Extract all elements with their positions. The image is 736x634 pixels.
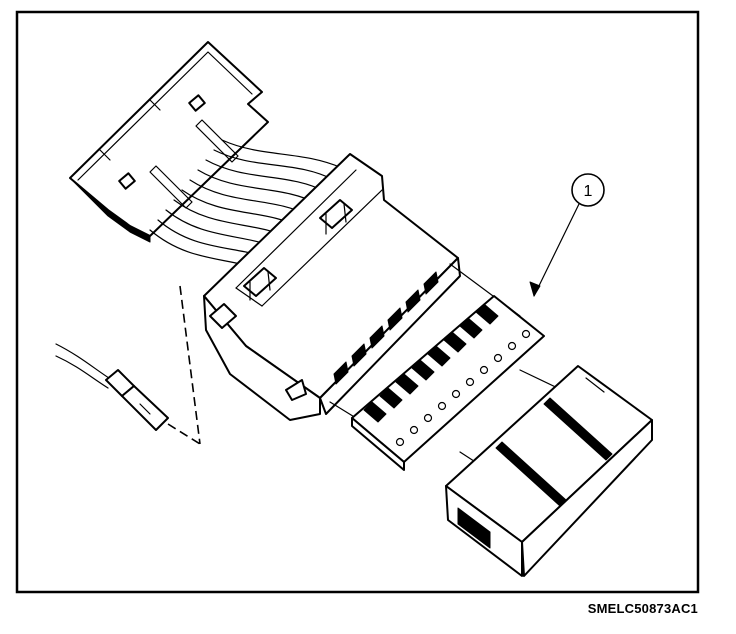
callout-number: 1 bbox=[584, 183, 593, 200]
connector-cover bbox=[445, 365, 653, 577]
guide-line bbox=[329, 401, 357, 419]
diagram-frame bbox=[15, 10, 700, 594]
connector-housing bbox=[203, 153, 461, 421]
figure-code: SMELC50873AC1 bbox=[587, 601, 698, 616]
circuit-board bbox=[69, 41, 269, 243]
callout-1: 1 bbox=[529, 173, 605, 297]
terminal-block bbox=[351, 295, 545, 471]
insertion-guide-line bbox=[167, 285, 201, 445]
wire-with-terminal bbox=[55, 343, 169, 431]
